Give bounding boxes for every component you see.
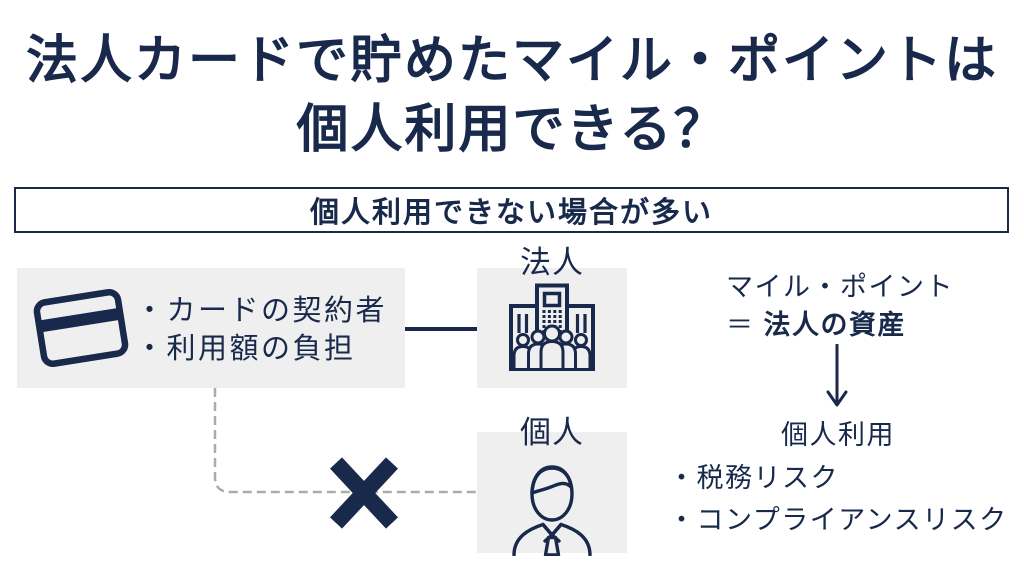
card-bullet-list: ・カードの契約者 ・利用額の負担 <box>135 292 387 368</box>
asset-note-line2: ＝ 法人の資産 <box>726 310 906 340</box>
corp-panel <box>477 268 627 388</box>
person-panel <box>477 432 627 556</box>
asset-note-line1: マイル・ポイント <box>726 272 954 302</box>
equals-sign: ＝ <box>726 310 755 340</box>
risk-item-tax: ・税務リスク <box>668 463 839 493</box>
conclusion-banner: 個人利用できない場合が多い <box>14 187 1009 233</box>
card-panel: ・カードの契約者 ・利用額の負担 <box>17 268 405 388</box>
page-title: 法人カードで貯めたマイル・ポイントは 個人利用できる？ <box>0 27 1024 165</box>
card-to-corp-line <box>405 327 477 331</box>
down-arrow-icon <box>826 344 848 407</box>
card-to-person-dashed-line <box>213 388 478 494</box>
page-title-line-1: 法人カードで貯めたマイル・ポイントは <box>25 32 998 90</box>
businessman-icon <box>512 464 592 556</box>
cross-icon <box>330 457 398 529</box>
credit-card-icon <box>33 289 129 367</box>
page-title-line-2: 個人利用できる？ <box>296 101 728 159</box>
person-label: 個人 <box>520 415 584 450</box>
company-building-icon <box>509 283 595 371</box>
conclusion-banner-label: 個人利用できない場合が多い <box>309 197 713 229</box>
personal-use-label: 個人利用 <box>781 420 895 450</box>
corp-label: 法人 <box>520 245 584 280</box>
card-bullet-payment-burden: ・利用額の負担 <box>135 333 356 365</box>
card-bullet-contract-holder: ・カードの契約者 <box>135 295 388 327</box>
asset-owner-label: 法人の資産 <box>763 310 907 340</box>
risk-item-compliance: ・コンプライアンスリスク <box>668 505 1008 535</box>
